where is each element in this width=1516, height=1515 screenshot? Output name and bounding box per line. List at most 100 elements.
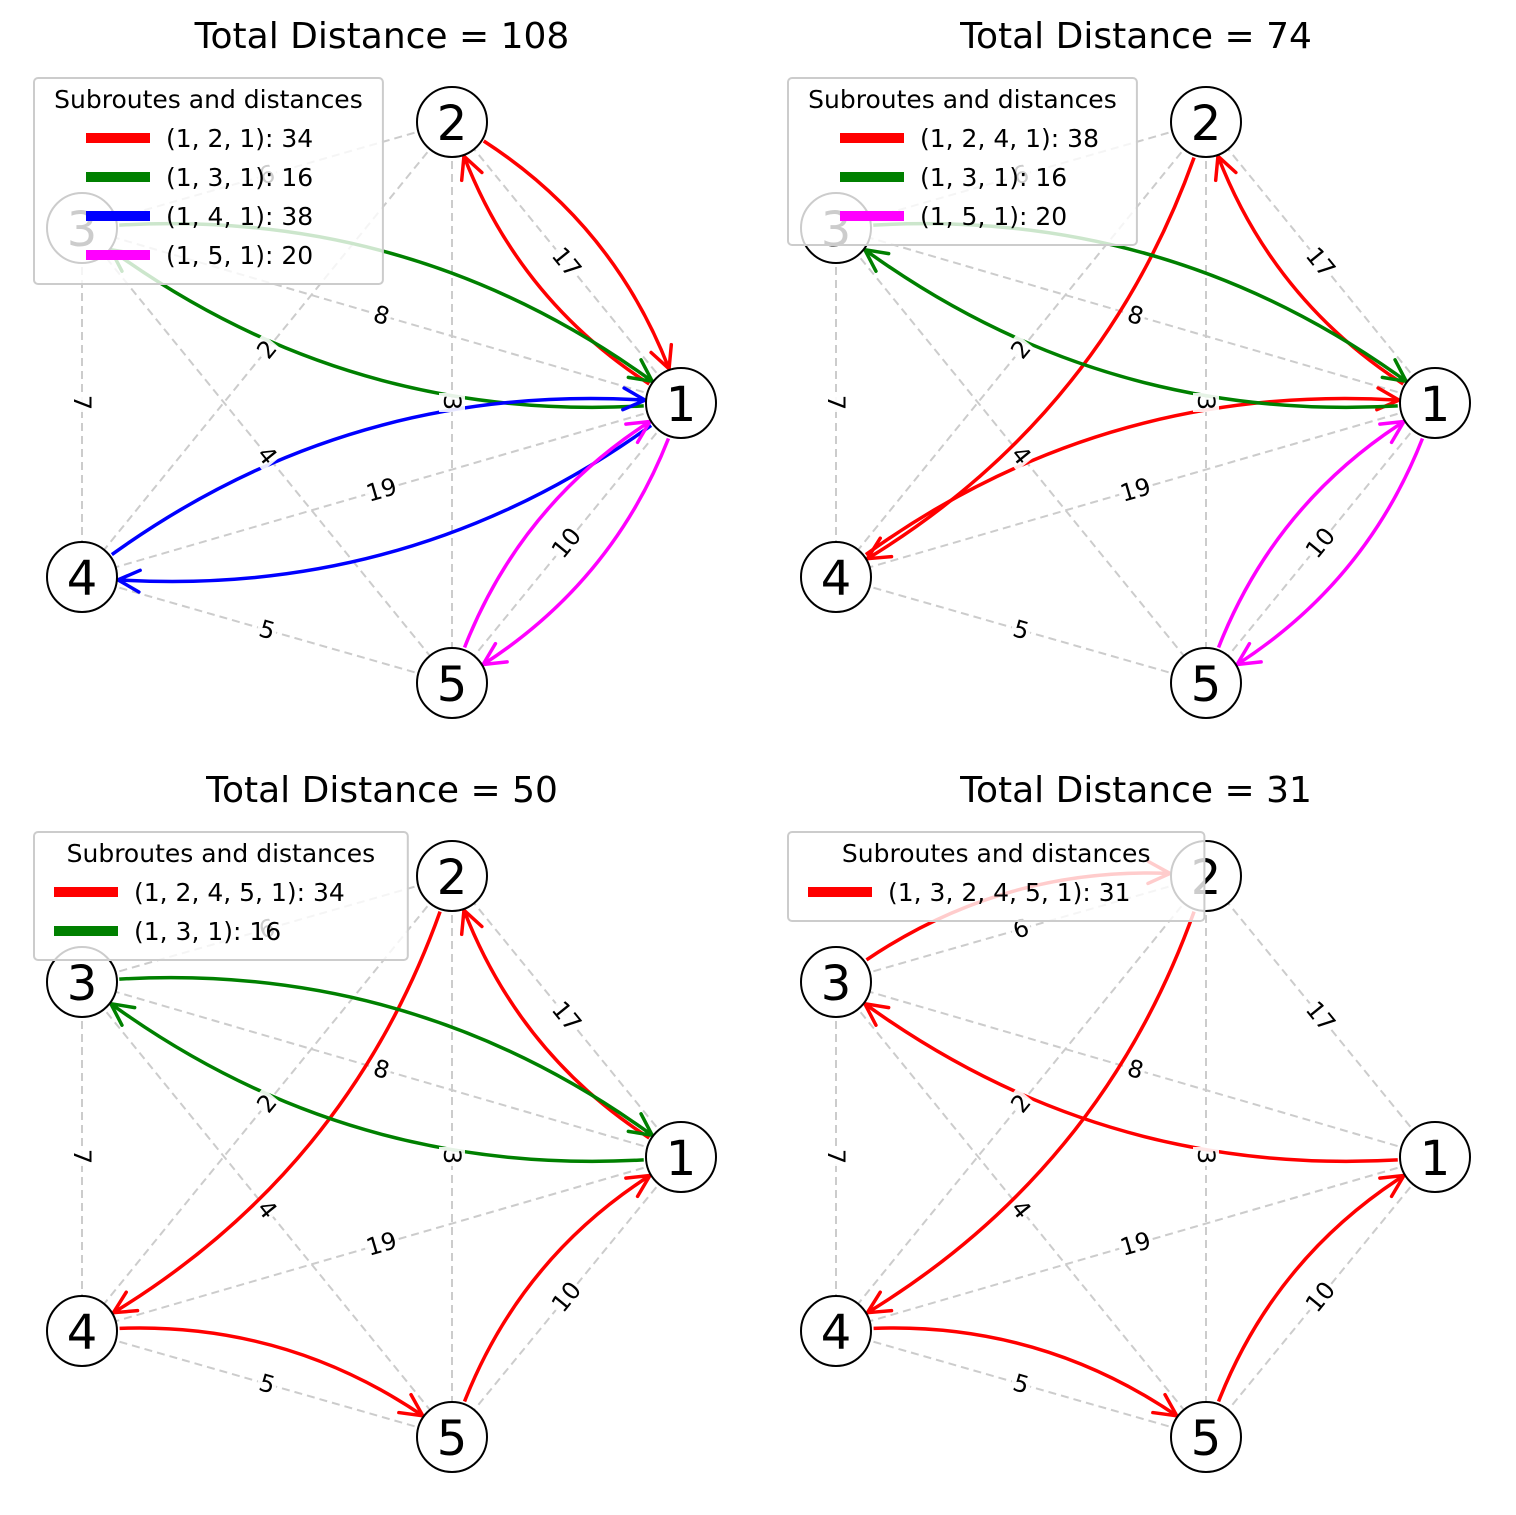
legend-label: (1, 5, 1): 20 [920, 202, 1067, 231]
route-arc-1-2 [1213, 154, 1405, 386]
edge-distance-label: 3 [1192, 395, 1220, 410]
legend-title: Subroutes and distances [67, 839, 376, 868]
node-label: 1 [1420, 377, 1451, 433]
legend-label: (1, 3, 1): 16 [134, 917, 281, 946]
route-arc-4-5 [873, 1326, 1179, 1418]
node-label: 3 [821, 956, 852, 1012]
route-arc-1-3 [863, 247, 1398, 410]
route-panel-2: Total Distance = 74178191062374512345Sub… [787, 16, 1471, 719]
legend-label: (1, 2, 1): 34 [166, 124, 313, 153]
node-label: 5 [437, 1411, 468, 1467]
legend-label: (1, 2, 4, 5, 1): 34 [134, 878, 345, 907]
node-label: 1 [666, 1131, 697, 1187]
legend-label: (1, 4, 1): 38 [166, 202, 313, 231]
edge-distance-label: 17 [1300, 996, 1341, 1037]
legend-label: (1, 5, 1): 20 [166, 241, 313, 270]
legend-item: (1, 4, 1): 38 [86, 202, 313, 231]
node-label: 4 [67, 551, 98, 607]
node-5: 5 [1170, 647, 1242, 719]
legend-item: (1, 5, 1): 20 [86, 241, 313, 270]
route-arc-4-1 [110, 386, 647, 557]
edge-distance-label: 17 [1300, 242, 1341, 283]
route-panel-3: Total Distance = 50178191062374512345Sub… [33, 770, 717, 1473]
route-arc-1-2 [459, 154, 651, 386]
node-2: 2 [416, 840, 488, 912]
legend: Subroutes and distances (1, 2, 4, 1): 38 (… [787, 77, 1138, 246]
edge-distance-label: 17 [546, 242, 587, 283]
edge-distance-label: 17 [546, 996, 587, 1037]
route-arc-1-5 [1235, 437, 1425, 667]
legend-item: (1, 2, 4, 5, 1): 34 [54, 878, 345, 907]
legend-label: (1, 3, 1): 16 [166, 163, 313, 192]
panel-title: Total Distance = 108 [194, 16, 570, 57]
edge-distance-label: 8 [1124, 300, 1147, 331]
route-arc-2-4 [865, 157, 1196, 561]
edge-distance-label: 7 [68, 1149, 96, 1164]
edge-1-5 [451, 1156, 682, 1438]
legend-box [33, 77, 384, 285]
edge-distance-label: 8 [370, 300, 393, 331]
route-arc-1-4 [116, 423, 653, 594]
node-4: 4 [800, 541, 872, 613]
legend: Subroutes and distances (1, 2, 1): 34 (1, … [33, 77, 384, 285]
legend-title: Subroutes and distances [842, 839, 1151, 868]
legend-title: Subroutes and distances [54, 85, 363, 114]
route-arc-5-1 [1216, 419, 1406, 649]
node-3: 3 [46, 946, 118, 1018]
node-2: 2 [416, 86, 488, 158]
node-label: 2 [437, 850, 468, 906]
route-arc-1-3 [109, 247, 644, 410]
legend-item: (1, 2, 4, 1): 38 [840, 124, 1099, 153]
node-5: 5 [416, 647, 488, 719]
edge-distance-label: 3 [438, 1149, 466, 1164]
route-panel-4: Total Distance = 31178191062374512345Sub… [787, 770, 1471, 1473]
node-1: 1 [1399, 367, 1471, 439]
panel-title: Total Distance = 50 [205, 770, 558, 811]
node-4: 4 [46, 541, 118, 613]
edge-1-5 [451, 402, 682, 684]
route-arc-1-5 [481, 437, 671, 667]
edge-distance-label: 10 [546, 522, 587, 563]
node-label: 2 [437, 96, 468, 152]
edge-distance-label: 3 [1192, 1149, 1220, 1164]
edge-distance-label: 5 [1010, 1368, 1032, 1399]
node-label: 2 [1191, 96, 1222, 152]
route-arc-5-1 [1216, 1173, 1406, 1403]
edge-distance-label: 3 [438, 395, 466, 410]
edge-1-2 [451, 121, 682, 404]
node-5: 5 [416, 1401, 488, 1473]
legend-item: (1, 3, 2, 4, 5, 1): 31 [808, 878, 1131, 907]
route-nodes: 1 2 3 4 5 [46, 840, 717, 1473]
edge-distance-label: 10 [1300, 1276, 1341, 1317]
panel-title: Total Distance = 31 [959, 770, 1312, 811]
legend-item: (1, 5, 1): 20 [840, 202, 1067, 231]
subroutes [109, 908, 654, 1418]
edge-distance-label: 10 [546, 1276, 587, 1317]
route-arc-4-1 [864, 386, 1401, 557]
legend-item: (1, 3, 1): 16 [840, 163, 1067, 192]
edge-1-2 [451, 875, 682, 1158]
node-4: 4 [800, 1295, 872, 1367]
node-label: 3 [67, 956, 98, 1012]
node-1: 1 [645, 1121, 717, 1193]
route-arc-1-2 [459, 908, 651, 1140]
node-4: 4 [46, 1295, 118, 1367]
node-label: 5 [1191, 1411, 1222, 1467]
route-panel-1: Total Distance = 108178191062374512345Su… [33, 16, 717, 719]
route-arc-3-1 [119, 975, 654, 1138]
node-1: 1 [1399, 1121, 1471, 1193]
edge-distance-label: 8 [1124, 1054, 1147, 1085]
legend-label: (1, 2, 4, 1): 38 [920, 124, 1099, 153]
route-arc-5-1 [462, 1173, 652, 1403]
edge-distance-label: 7 [68, 395, 96, 410]
legend-item: (1, 3, 1): 16 [54, 917, 281, 946]
legend-box [33, 831, 409, 961]
node-label: 4 [821, 551, 852, 607]
legend-item: (1, 2, 1): 34 [86, 124, 313, 153]
legend-label: (1, 3, 2, 4, 5, 1): 31 [888, 878, 1131, 907]
legend-title: Subroutes and distances [808, 85, 1117, 114]
